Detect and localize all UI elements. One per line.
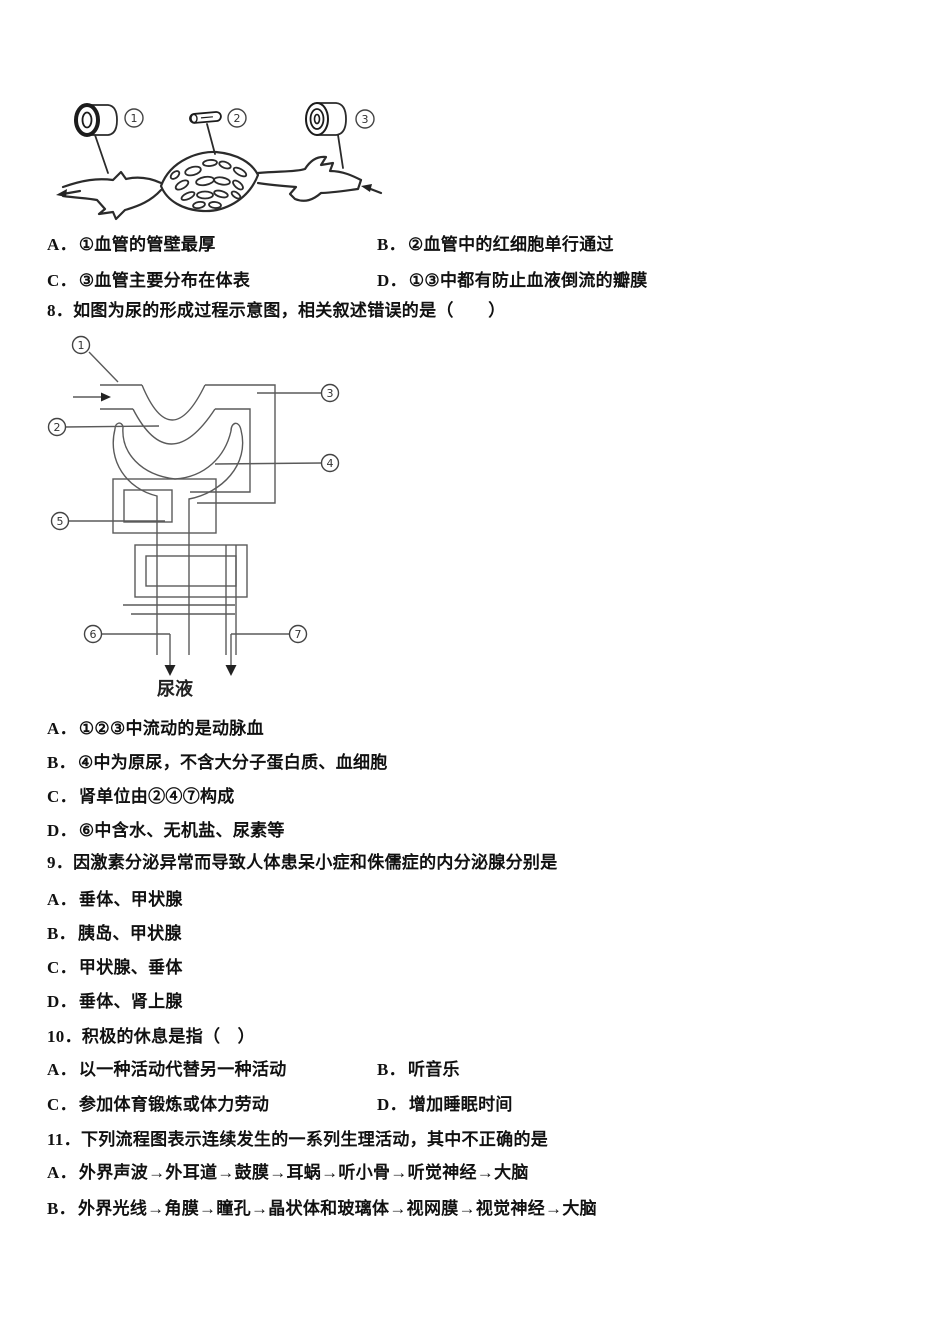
blood-vessel-diagram: 1 2 3 xyxy=(56,102,383,221)
svg-text:2: 2 xyxy=(54,421,61,434)
left-vessel-sketch xyxy=(56,170,163,221)
q8-option-b: B．④中为原尿，不含大分子蛋白质、血细胞 xyxy=(47,753,388,772)
q8-option-d: D．⑥中含水、无机盐、尿素等 xyxy=(47,821,285,840)
svg-text:5: 5 xyxy=(57,515,64,528)
q8-option-c: C．肾单位由②④⑦构成 xyxy=(47,787,235,806)
q10-title: 10．积极的休息是指（ ） xyxy=(47,1027,255,1046)
q10-option-d: D．增加睡眠时间 xyxy=(377,1095,513,1114)
svg-text:1: 1 xyxy=(131,112,138,125)
urine-label: 尿液 xyxy=(157,678,194,699)
svg-text:7: 7 xyxy=(295,628,302,641)
q8-option-a: A．①②③中流动的是动脉血 xyxy=(47,719,264,738)
q10-option-c: C．参加体育锻炼或体力劳动 xyxy=(47,1095,270,1114)
q9-option-c: C．甲状腺、垂体 xyxy=(47,958,183,977)
artery-cross-section-icon xyxy=(74,103,118,174)
q7-option-c: C．③血管主要分布在体表 xyxy=(47,271,251,290)
nephron-diagram: 1 2 3 4 5 6 7 尿液 xyxy=(47,335,340,699)
q7-option-b: B．②血管中的红细胞单行通过 xyxy=(377,235,614,254)
label-6: 6 xyxy=(83,624,103,644)
q10-option-a: A．以一种活动代替另一种活动 xyxy=(47,1060,287,1079)
q9-option-d: D．垂体、肾上腺 xyxy=(47,992,183,1011)
svg-text:3: 3 xyxy=(362,113,369,126)
q9-option-a: A．垂体、甲状腺 xyxy=(47,890,183,909)
label-2: 2 xyxy=(227,108,247,128)
label-4: 4 xyxy=(320,453,340,473)
vein-cross-section-icon xyxy=(305,102,347,169)
leader-line xyxy=(206,123,216,155)
capillary-icon xyxy=(189,111,222,124)
svg-text:6: 6 xyxy=(90,628,97,641)
svg-text:3: 3 xyxy=(327,387,334,400)
capillary-network-sketch xyxy=(159,150,260,213)
svg-text:2: 2 xyxy=(234,112,241,125)
label-3: 3 xyxy=(355,109,375,129)
label-3: 3 xyxy=(320,383,340,403)
label-1: 1 xyxy=(124,108,144,128)
q9-title: 9．因激素分泌异常而导致人体患呆小症和侏儒症的内分泌腺分别是 xyxy=(47,853,558,872)
label-2: 2 xyxy=(47,417,67,437)
q9-option-b: B．胰岛、甲状腺 xyxy=(47,924,182,943)
svg-text:1: 1 xyxy=(78,339,85,352)
q7-option-a: A．①血管的管壁最厚 xyxy=(47,235,216,254)
q11-option-b: B．外界光线→角膜→瞳孔→晶状体和玻璃体→视网膜→视觉神经→大脑 xyxy=(47,1199,597,1218)
q10-option-b: B．听音乐 xyxy=(377,1060,460,1079)
q8-title: 8．如图为尿的形成过程示意图，相关叙述错误的是（ ） xyxy=(47,301,506,320)
label-7: 7 xyxy=(288,624,308,644)
q11-option-a: A．外界声波→外耳道→鼓膜→耳蜗→听小骨→听觉神经→大脑 xyxy=(47,1163,529,1182)
label-1: 1 xyxy=(71,335,91,355)
q11-title: 11．下列流程图表示连续发生的一系列生理活动，其中不正确的是 xyxy=(47,1130,549,1149)
label-5: 5 xyxy=(50,511,70,531)
q7-option-d: D．①③中都有防止血液倒流的瓣膜 xyxy=(377,271,648,290)
svg-text:4: 4 xyxy=(327,457,334,470)
right-vessel-sketch xyxy=(256,155,383,202)
